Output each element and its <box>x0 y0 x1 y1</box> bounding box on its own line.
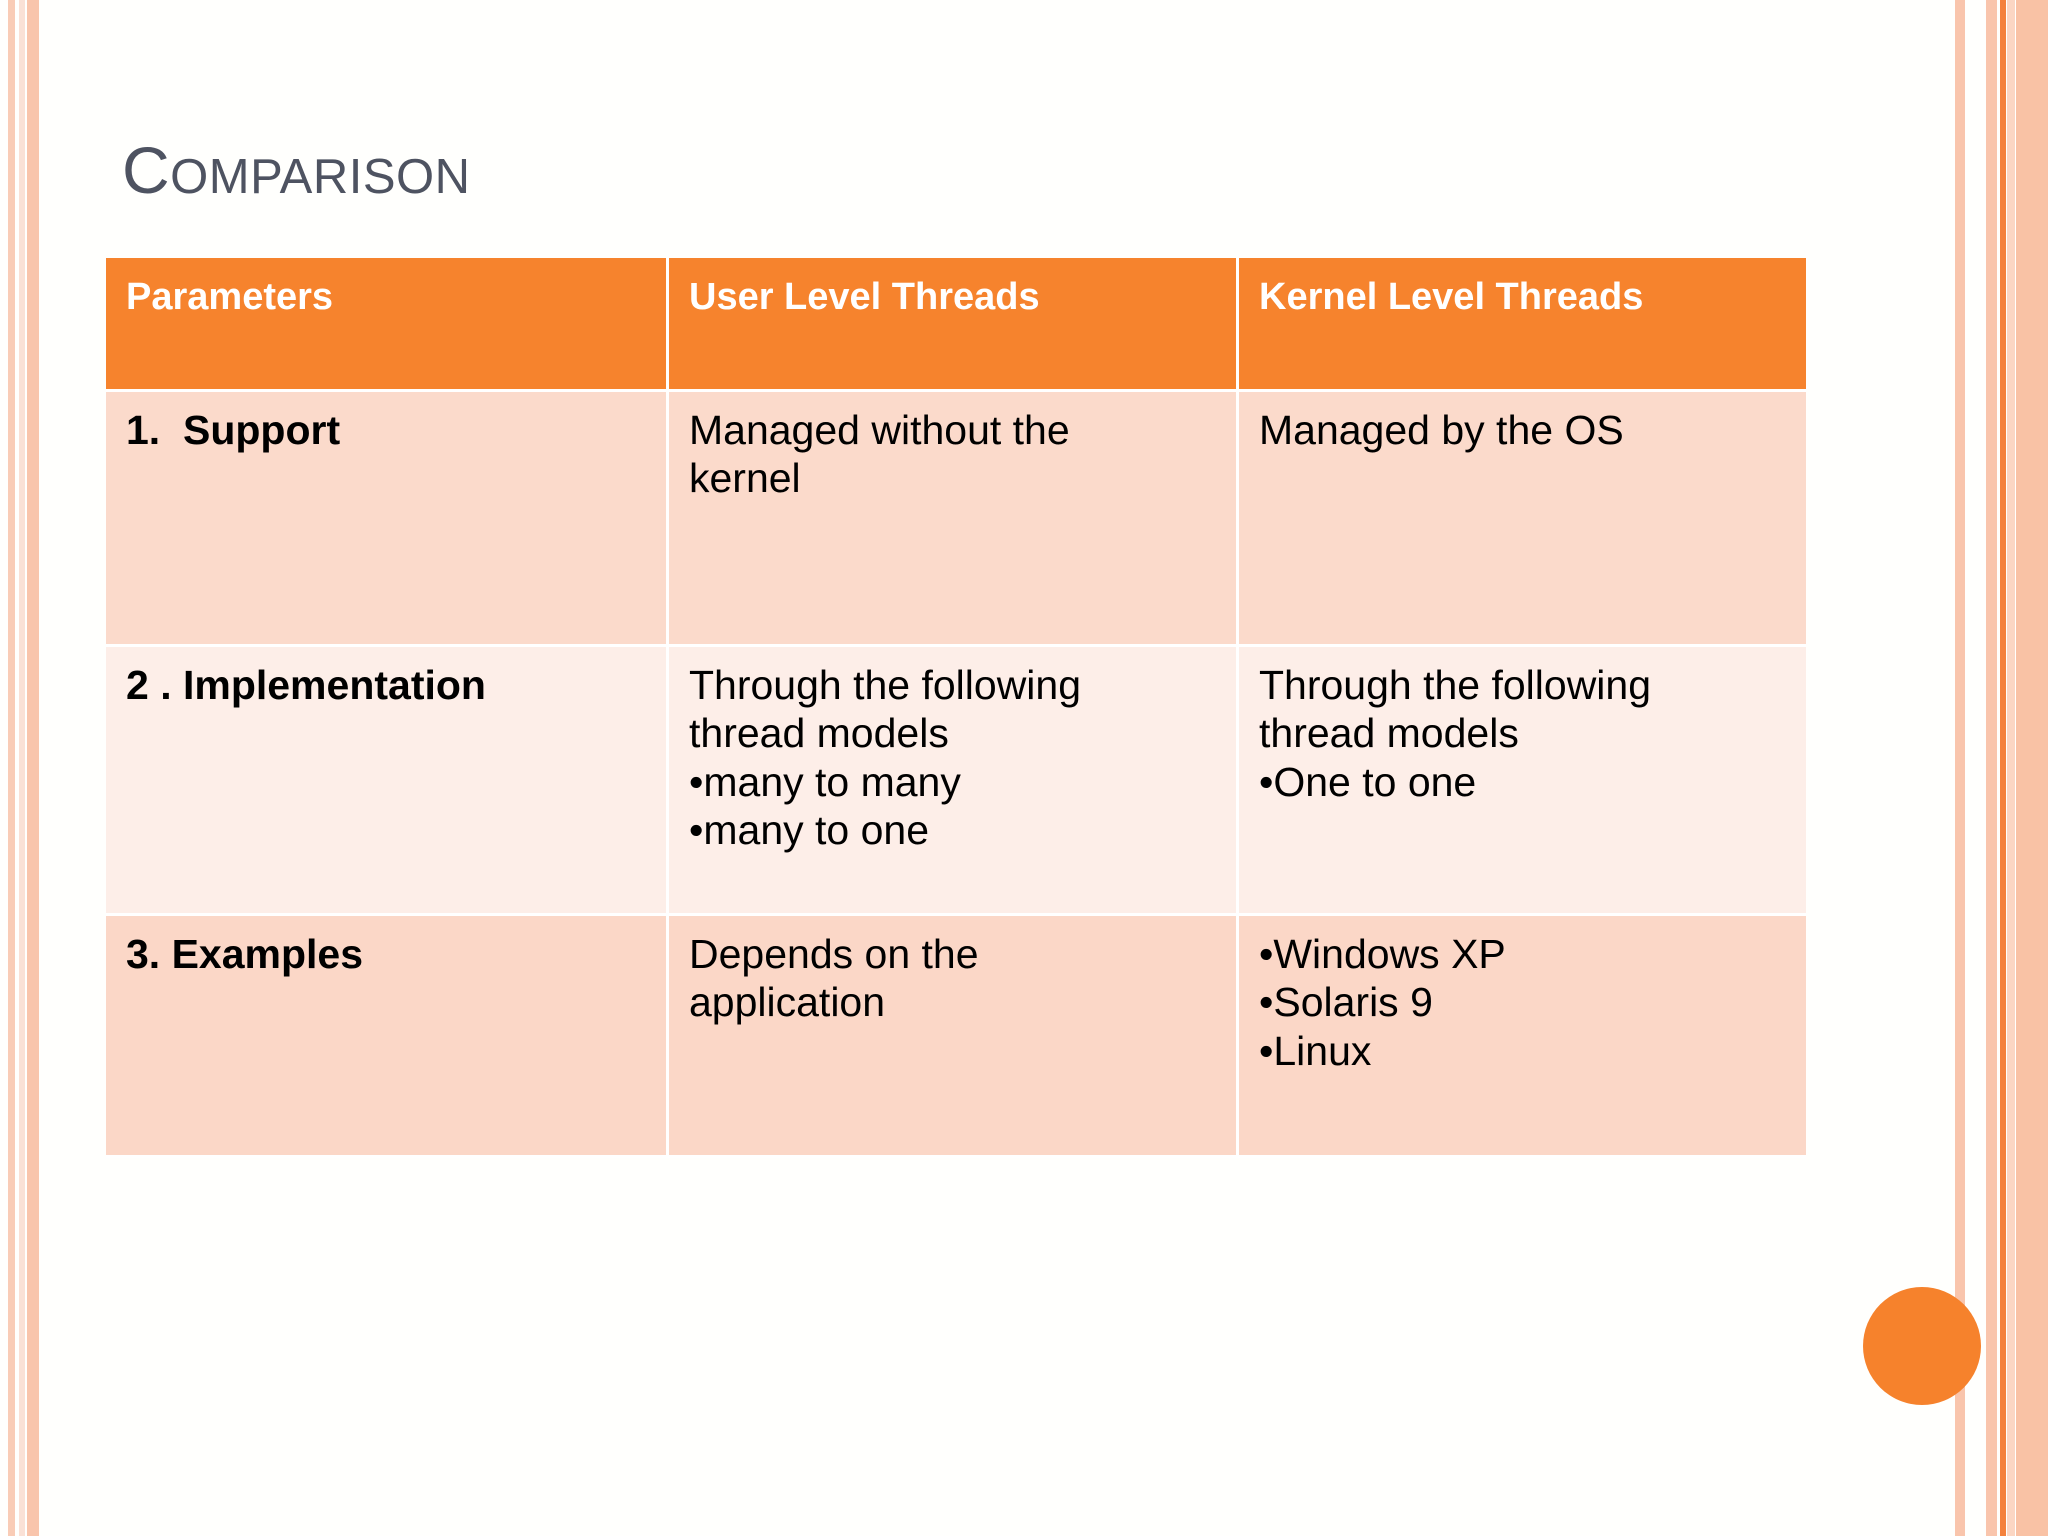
bullet-label: many to one <box>703 807 929 854</box>
cell-parameter: 1. Support <box>106 392 669 647</box>
decor-stripe-right-4 <box>2007 0 2015 1536</box>
bullet-glyph-icon: • <box>1259 931 1274 977</box>
cell-line: thread models <box>1259 710 1519 757</box>
decor-stripe-right-2 <box>1986 0 1997 1536</box>
decor-stripe-left-1 <box>8 0 15 1536</box>
decor-circle-icon <box>1863 1287 1981 1405</box>
cell-user-level: Depends on the application <box>669 916 1239 1158</box>
cell-parameter: 3. Examples <box>106 916 669 1158</box>
bullet-label: One to one <box>1273 758 1477 805</box>
cell-line: Through the following <box>689 662 1082 708</box>
cell-user-level: Managed without the kernel <box>669 392 1239 647</box>
cell-user-level: Through the following thread models •man… <box>669 647 1239 916</box>
decor-stripe-right-3 <box>2000 0 2006 1536</box>
bullet-glyph-icon: • <box>1259 979 1274 1026</box>
bullet-label: many to many <box>703 758 961 805</box>
table-row: 1. Support Managed without the kernel Ma… <box>106 392 1806 647</box>
bullet-glyph-icon: • <box>689 807 704 854</box>
table-body: 1. Support Managed without the kernel Ma… <box>106 392 1806 1158</box>
cell-line: thread models <box>689 710 949 757</box>
table-row: 3. Examples Depends on the application •… <box>106 916 1806 1158</box>
bullet-item: •Windows XP <box>1259 930 1786 978</box>
bullet-glyph-icon: • <box>1259 758 1274 805</box>
bullet-item: •many to many <box>689 758 1216 806</box>
page-title: COMPARISON <box>122 137 471 203</box>
bullet-item: •many to one <box>689 806 1216 854</box>
decor-stripe-right-5 <box>2016 0 2048 1536</box>
cell-line: Depends on the <box>689 931 979 977</box>
bullet-label: Linux <box>1273 1027 1372 1074</box>
table-row: 2 . Implementation Through the following… <box>106 647 1806 916</box>
bullet-glyph-icon: • <box>1259 1027 1274 1074</box>
decor-stripe-left-3 <box>27 0 39 1536</box>
cell-kernel-level: Through the following thread models •One… <box>1239 647 1806 916</box>
bullet-glyph-icon: • <box>689 758 704 805</box>
bullet-item: •Solaris 9 <box>1259 978 1786 1026</box>
cell-line: Managed by the OS <box>1259 407 1624 453</box>
table-header: Parameters User Level Threads Kernel Lev… <box>106 258 1806 392</box>
comparison-table: Parameters User Level Threads Kernel Lev… <box>106 258 1806 1158</box>
decor-stripe-right-1 <box>1955 0 1965 1536</box>
column-header-parameters: Parameters <box>106 258 669 392</box>
cell-kernel-level: •Windows XP •Solaris 9 •Linux <box>1239 916 1806 1158</box>
column-header-kernel-level: Kernel Level Threads <box>1239 258 1806 392</box>
page-title-initial: C <box>122 133 171 207</box>
cell-line: application <box>689 979 886 1026</box>
column-header-user-level: User Level Threads <box>669 258 1239 392</box>
page-title-rest: OMPARISON <box>170 150 471 204</box>
bullet-label: Windows XP <box>1273 931 1506 977</box>
cell-line: Managed without the <box>689 407 1070 453</box>
cell-line: Through the following <box>1259 662 1652 708</box>
bullet-item: •Linux <box>1259 1027 1786 1075</box>
decor-stripe-left-2 <box>19 0 25 1536</box>
cell-line: kernel <box>689 455 801 502</box>
cell-parameter: 2 . Implementation <box>106 647 669 916</box>
bullet-label: Solaris 9 <box>1273 979 1433 1026</box>
cell-kernel-level: Managed by the OS <box>1239 392 1806 647</box>
table-header-row: Parameters User Level Threads Kernel Lev… <box>106 258 1806 392</box>
bullet-item: •One to one <box>1259 758 1786 806</box>
